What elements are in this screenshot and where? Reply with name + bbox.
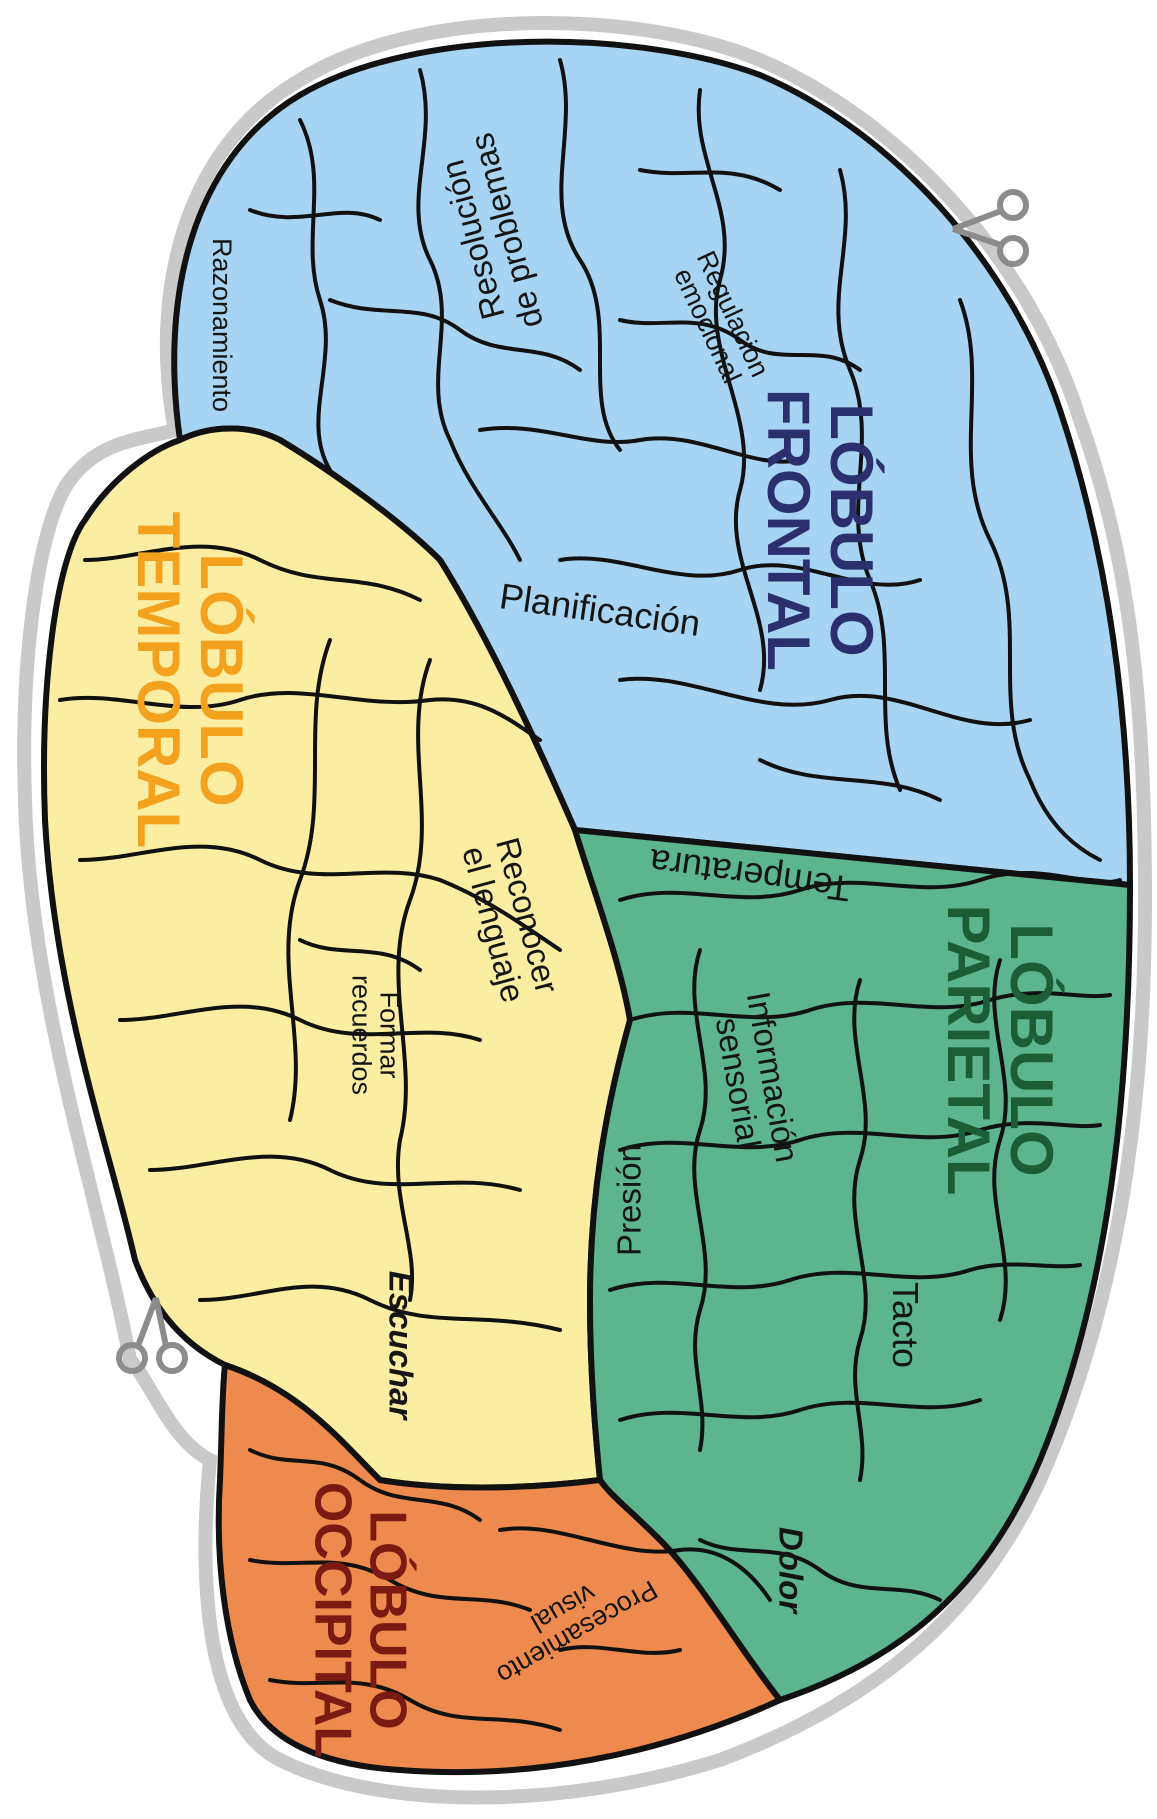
scissors-icon — [945, 185, 1035, 275]
occipital-title-line2: OCCIPITAL — [305, 1482, 360, 1758]
label-dolor: Dolor — [773, 1527, 808, 1613]
frontal-lobe-title: LÓBULO FRONTAL — [757, 389, 883, 671]
frontal-title-line2: FRONTAL — [757, 389, 820, 671]
scissors-icon — [110, 1290, 200, 1380]
parietal-title-line1: LÓBULO — [1000, 904, 1063, 1195]
temporal-title-line2: TEMPORAL — [127, 512, 190, 849]
label-presion: Presión — [613, 1144, 648, 1256]
recuerdos-line1: Formar — [375, 975, 403, 1095]
label-escuchar: Escuchar — [383, 1271, 418, 1420]
frontal-title-line1: LÓBULO — [820, 389, 883, 671]
temporal-lobe-title: LÓBULO TEMPORAL — [127, 512, 253, 849]
recuerdos-line2: recuerdos — [347, 975, 375, 1095]
parietal-title-line2: PARIETAL — [937, 904, 1000, 1195]
occipital-title-line1: LÓBULO — [360, 1482, 415, 1758]
temporal-title-line1: LÓBULO — [190, 512, 253, 849]
parietal-lobe-title: LÓBULO PARIETAL — [937, 904, 1063, 1195]
label-formar-recuerdos: Formar recuerdos — [347, 975, 404, 1095]
label-razonamiento: Razonamiento — [208, 238, 236, 412]
occipital-lobe-title: LÓBULO OCCIPITAL — [305, 1482, 414, 1758]
label-tacto: Tacto — [886, 1282, 924, 1368]
